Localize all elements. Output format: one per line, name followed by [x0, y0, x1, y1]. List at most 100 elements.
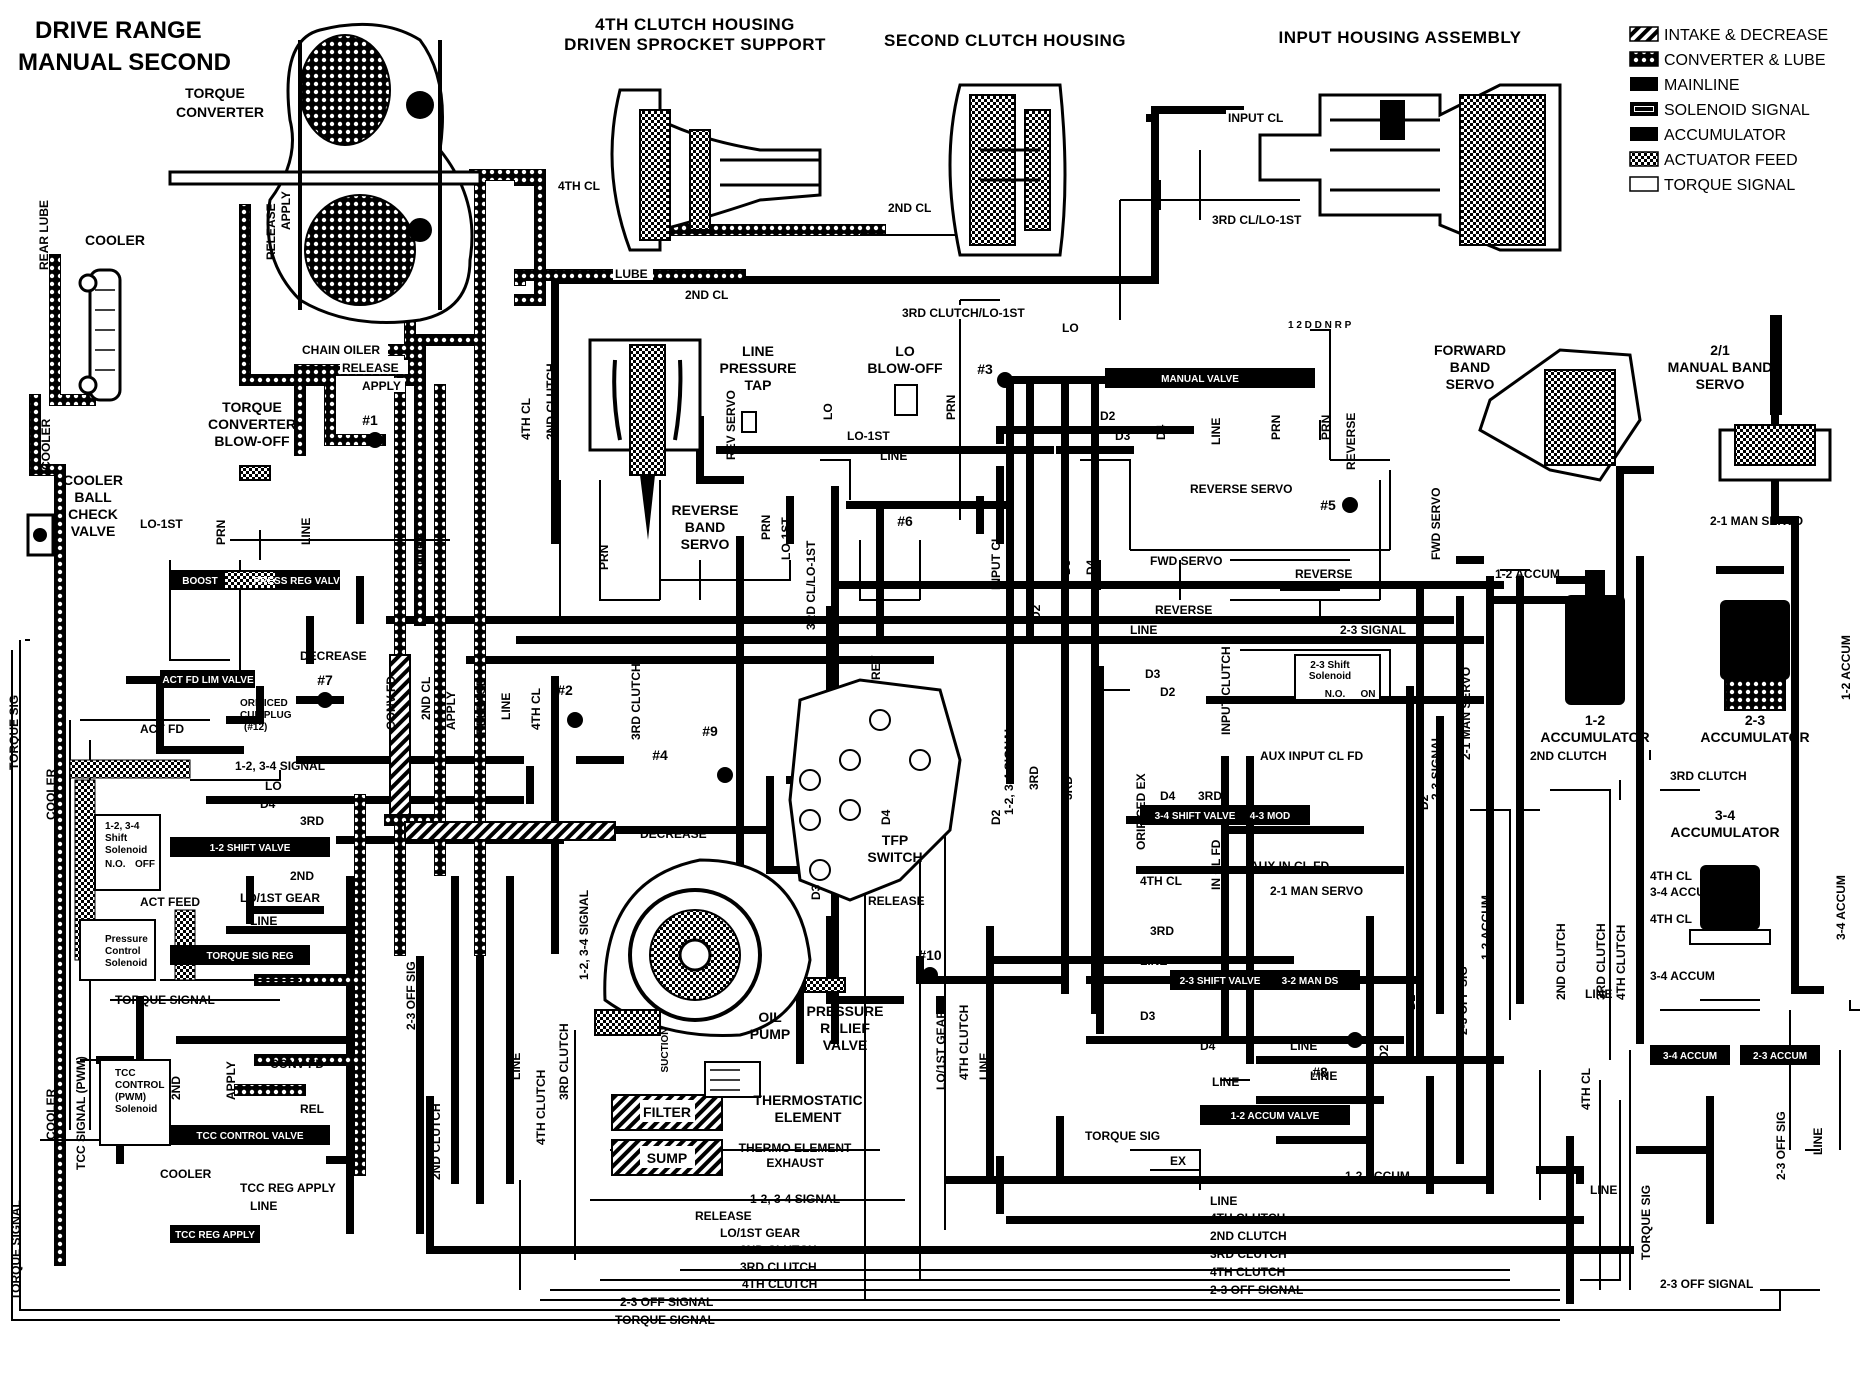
label-rev-servo: REV SERVO	[724, 390, 738, 460]
label-d4-tfp2: D4	[1084, 559, 1098, 575]
label-d3-right: D3	[1145, 667, 1161, 681]
label-4th-cl-right: 4TH CL	[1650, 869, 1692, 883]
shift-23-solenoid	[1294, 654, 1381, 701]
label-4th-clutch-bottom2: 4TH CLUTCH	[1210, 1265, 1285, 1279]
checkballs: #1 #2 #3 #4 #5 #6 #7 #8 #9 #10	[317, 361, 1363, 1080]
label-lo-v: LO	[821, 403, 835, 420]
tcc-reg-label: TCC REG APPLY	[175, 1230, 255, 1241]
relief-label-1: PRESSURE	[806, 1003, 883, 1019]
label-line-23: LINE	[1140, 954, 1167, 968]
orificed-cup-label-3: (#12)	[244, 722, 267, 733]
boost-label: BOOST	[182, 576, 218, 587]
label-d4-manual: D4	[1154, 424, 1168, 440]
label-line-mid: LINE	[880, 449, 907, 463]
label-torque-signal-far-left: TORQUE SIGNAL	[9, 1200, 23, 1300]
label-ex-accum: EX	[1170, 1154, 1186, 1168]
shift-12-sol-label-1: 1-2, 3-4	[105, 821, 140, 832]
label-release-bottom: RELEASE	[695, 1209, 752, 1223]
thermo-ex-label-2: EXHAUST	[766, 1156, 824, 1170]
label-prn-right: PRN	[1269, 415, 1283, 440]
header-4th-clutch-2: DRIVEN SPROCKET SUPPORT	[564, 35, 826, 54]
forward-servo-label-3: SERVO	[1446, 376, 1495, 392]
label-2nd-cl-top: 2ND CL	[685, 288, 728, 302]
label-d2-right: D2	[1160, 685, 1176, 699]
acc23-label-1: 2-3	[1745, 712, 1765, 728]
label-torque-signal-left: TORQUE SIGNAL	[115, 993, 215, 1007]
accum-12-valve	[1200, 1105, 1350, 1125]
label-4th-clutch-left: 4TH CLUTCH	[534, 1070, 548, 1145]
label-lube: LUBE	[615, 267, 648, 281]
torque-sig-reg-valve	[170, 945, 310, 965]
legend-label-intake: INTAKE & DECREASE	[1664, 27, 1828, 44]
label-line-right-low: LINE	[1590, 1183, 1617, 1197]
label-conv-fd-v: CONV FD	[384, 676, 398, 730]
legend-label-solenoid: SOLENOID SIGNAL	[1664, 102, 1810, 119]
label-lo1st-gear: LO/1ST GEAR	[240, 891, 320, 905]
checkball-1: #1	[362, 412, 378, 428]
label-d3-tfp: D3	[809, 884, 823, 900]
label-prn-left: PRN	[214, 520, 228, 545]
sump-label: SUMP	[647, 1150, 687, 1166]
header-second-clutch: SECOND CLUTCH HOUSING	[884, 31, 1126, 50]
label-line-v1: LINE	[499, 693, 513, 720]
pressure-control-solenoid	[79, 919, 156, 981]
checkball-2: #2	[557, 682, 573, 698]
label-2nd-clutch-left: 2ND CLUTCH	[429, 1103, 443, 1180]
shift-12-label: 1-2 SHIFT VALVE	[210, 843, 291, 854]
acc34-label-2: ACCUMULATOR	[1670, 824, 1779, 840]
label-3rd-mid-v2: 3RD	[1061, 776, 1075, 800]
label-d2-manual: D2	[1100, 409, 1116, 423]
shift-23-sol-label-1: 2-3 Shift	[1310, 660, 1350, 671]
thermostatic-element: THERMOSTATIC ELEMENT THERMO ELEMENT EXHA…	[704, 1061, 863, 1170]
acc12-label-2: ACCUMULATOR	[1540, 729, 1649, 745]
title-line-1: DRIVE RANGE	[35, 17, 202, 44]
passage-labels: 4TH CL LUBE 2ND CL 2ND CL INPUT CL 3RD C…	[7, 110, 1853, 1327]
shift-34-label: 3-4 SHIFT VALVE	[1155, 811, 1236, 822]
label-d3-manual: D3	[1115, 429, 1131, 443]
reverse-band-servo: REVERSE BAND SERVO	[588, 338, 738, 552]
label-23-off-signal-bottom: 2-3 OFF SIGNAL	[1210, 1283, 1303, 1297]
label-line-mid-v: LINE	[977, 1053, 991, 1080]
label-apply-tc: APPLY	[279, 191, 293, 230]
label-2nd-clutch-bottom: 2ND CLUTCH	[1210, 1229, 1287, 1243]
manual-valve	[1105, 368, 1315, 388]
label-d4-tfp: D4	[879, 809, 893, 825]
label-4th-cl-v2: 4TH CL	[529, 688, 543, 730]
label-d2-tfp2: D2	[1029, 604, 1043, 620]
line-pressure-tap: LINE PRESSURE TAP	[719, 343, 797, 433]
manual-band-label-3: SERVO	[1696, 376, 1745, 392]
shift-23-sol-label-2: Solenoid	[1309, 671, 1351, 682]
label-ranges: 1 2 D D N R P	[1288, 320, 1352, 331]
label-prn-mid: PRN	[597, 545, 611, 570]
label-line-right-mid: LINE	[1585, 987, 1612, 1001]
label-line-right: LINE	[1130, 623, 1157, 637]
tcc-sol-label-1: TCC	[115, 1068, 136, 1079]
label-4th-cl-mid: 4TH CL	[1140, 874, 1182, 888]
label-input-cl: INPUT CL	[1228, 111, 1283, 125]
label-aux-in: AUX IN CL FD	[1250, 859, 1329, 873]
label-apply-tcc: APPLY	[224, 1061, 238, 1100]
tc-blowoff-label-1: TORQUE	[222, 399, 282, 415]
label-d4-34: D4	[1160, 789, 1176, 803]
manual-band-label-2: MANUAL BAND	[1668, 359, 1773, 375]
manual-band-label-1: 2/1	[1710, 342, 1730, 358]
legend-swatch-mainline	[1630, 77, 1658, 91]
tc-blow-off: TORQUE CONVERTER BLOW-OFF	[208, 399, 296, 481]
label-chain-oiler: CHAIN OILER	[302, 343, 380, 357]
label-tcc-signal: TCC SIGNAL (PWM)	[74, 1056, 88, 1170]
cooler-ball-label-3: CHECK	[68, 506, 118, 522]
label-3rd-clutch-b2: 3RD CLUTCH	[740, 1260, 817, 1274]
checkball-10: #10	[918, 947, 942, 963]
accum-34-valve	[1650, 1045, 1730, 1065]
cooler-label: COOLER	[85, 232, 145, 248]
label-d4-low: D4	[1200, 1039, 1216, 1053]
label-23-signal: 2-3 SIGNAL	[1340, 623, 1406, 637]
shift-12-sol-label-5: OFF	[135, 859, 155, 870]
suction-label: SUCTION	[660, 1028, 671, 1073]
label-3rd-clutch-v: 3RD CLUTCH	[629, 663, 643, 740]
pcs-label-2: Control	[105, 946, 141, 957]
label-lo1st-gear-v: LO/1ST GEAR	[934, 1010, 948, 1090]
lo-blowoff-label-1: LO	[895, 343, 915, 359]
label-tcc-reg-apply: TCC REG APPLY	[240, 1181, 336, 1195]
label-fwd-servo-v: FWD SERVO	[1429, 488, 1443, 560]
